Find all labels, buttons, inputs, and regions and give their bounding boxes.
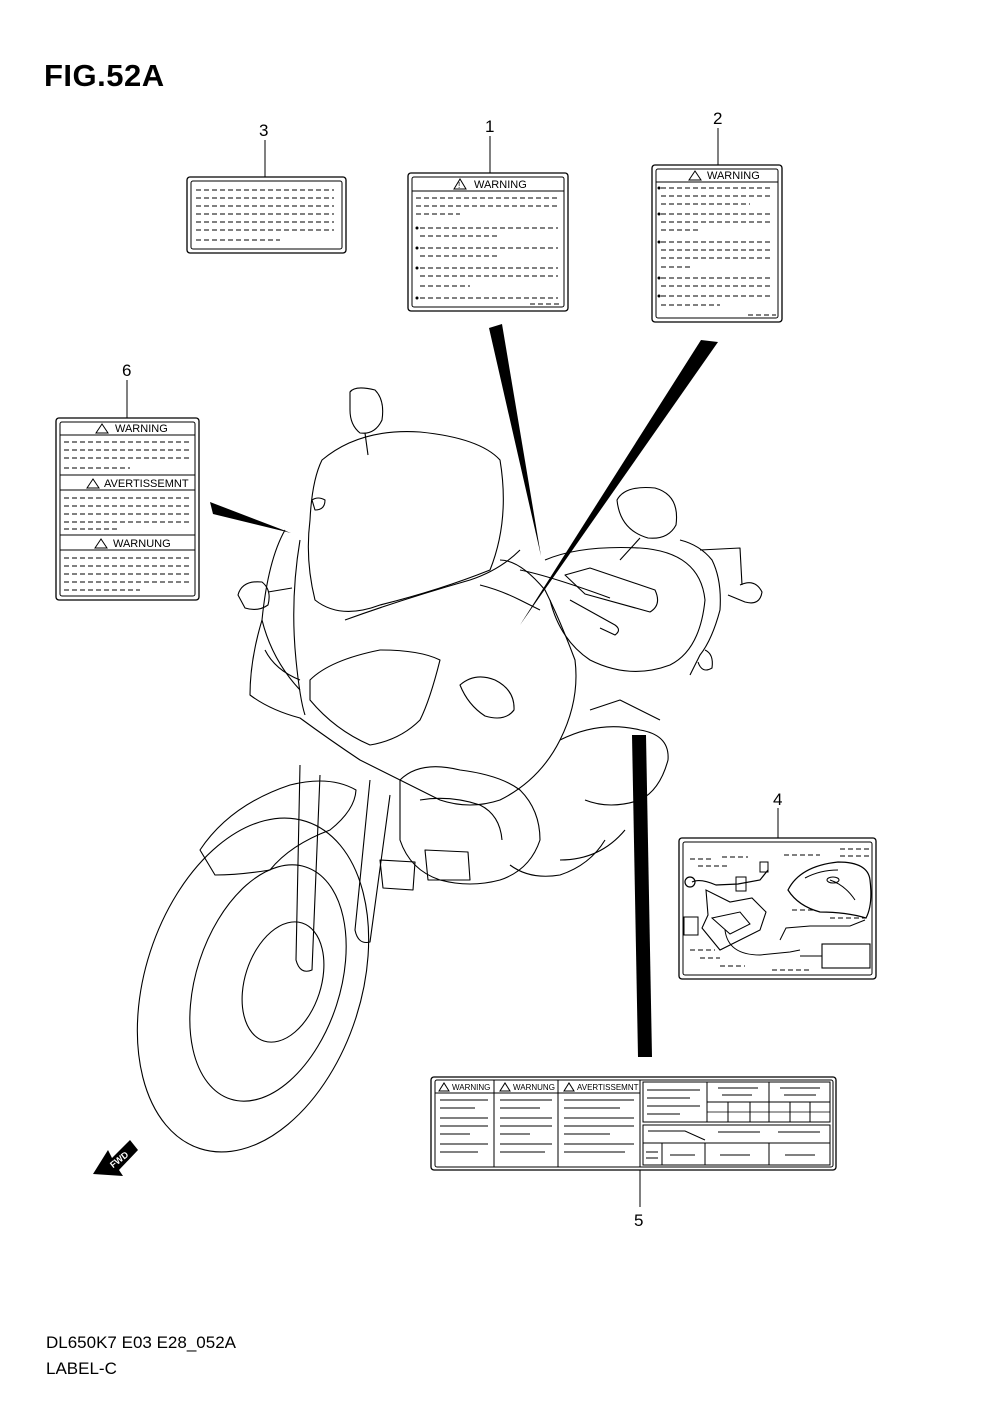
callout-6: 6 [122,361,131,380]
figure-title: FIG.52A [44,58,165,93]
label-6-heading-fr: AVERTISSEMNT [104,478,189,490]
warning-icon: ! [458,181,460,190]
motorcycle-illustration [136,387,763,1153]
label-5-heading-en: WARNING [452,1083,490,1092]
model-code: DL650K7 E03 E28_052A [46,1333,236,1352]
label-2-heading: WARNING [707,170,760,182]
callout-3: 3 [259,121,268,140]
callout-4: 4 [773,790,782,809]
label-6[interactable] [55,417,200,601]
fwd-arrow-icon [93,1140,138,1176]
callout-2: 2 [713,109,722,128]
label-4[interactable] [678,837,877,980]
label-1[interactable] [407,172,569,312]
callout-5: 5 [634,1211,643,1230]
label-6-heading-en: WARNING [115,423,168,435]
section-name: LABEL-C [46,1359,117,1378]
label-3[interactable] [186,176,347,254]
callout-1: 1 [485,117,494,136]
label-5[interactable] [430,1076,837,1171]
label-5-heading-fr: AVERTISSEMNT [577,1083,639,1092]
label-1-heading: WARNING [474,179,527,191]
label-6-heading-de: WARNUNG [113,538,171,550]
label-5-heading-de: WARNUNG [513,1083,555,1092]
pointer-wedges [210,324,718,1057]
label-2[interactable] [651,164,783,323]
